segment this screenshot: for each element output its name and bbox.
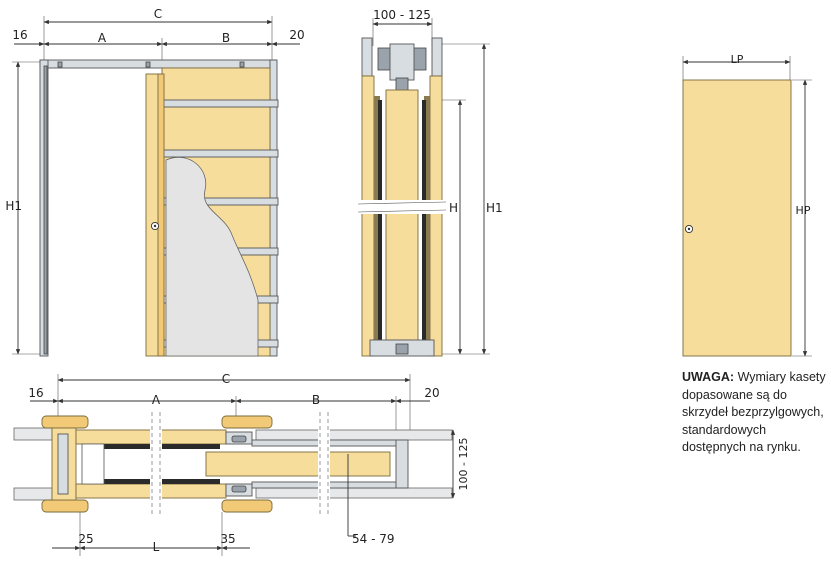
plan-dim-20-label: 20 [424, 386, 439, 400]
side-dim-h1-label: H1 [486, 201, 503, 215]
door-dim-lp-label: LP [731, 53, 744, 66]
plan-dim-a-label: A [152, 393, 161, 407]
note-text: Wymiary kasety dopasowane są do skrzydeł… [682, 370, 826, 454]
side-dim-top-label: 100 - 125 [373, 8, 431, 22]
front-dim-a-label: A [98, 31, 107, 45]
front-dim-b-label: B [222, 31, 230, 45]
side-view: 100 - 125 H H1 [356, 8, 503, 357]
plan-dim-c-label: C [222, 372, 230, 386]
plan-dim-l-label: L [153, 540, 160, 554]
note-label: UWAGA: [682, 370, 735, 384]
plan-dim-35-label: 35 [220, 532, 235, 546]
plan-dim-16-label: 16 [28, 386, 43, 400]
door-view: LP HP [682, 53, 812, 357]
door-leaf [682, 79, 792, 357]
front-dim-c-label: C [154, 7, 162, 21]
front-dim-16-label: 16 [12, 28, 27, 42]
door-dim-hp-label: HP [796, 204, 811, 217]
plan-dim-b-label: B [312, 393, 320, 407]
front-dim-20-label: 20 [289, 28, 304, 42]
front-view: C 16 A B 20 H1 [5, 7, 305, 357]
plan-dim-25-label: 25 [78, 532, 93, 546]
front-dim-h1-label: H1 [5, 199, 22, 213]
plan-view: C 16 A B 20 [13, 372, 470, 556]
plan-dim-54-label: 54 - 79 [352, 532, 395, 546]
note-box: UWAGA: Wymiary kasety dopasowane są do s… [682, 369, 827, 457]
plan-dim-side-label: 100 - 125 [457, 438, 470, 491]
side-dim-h-label: H [449, 201, 458, 215]
